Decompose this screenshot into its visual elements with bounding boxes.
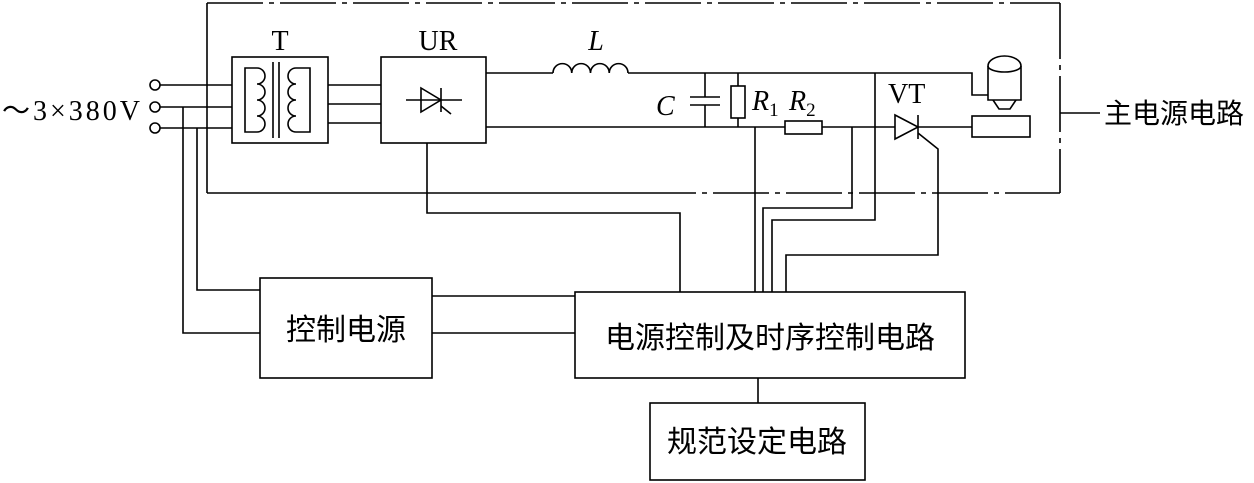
transformer-secondary-lead <box>296 67 311 133</box>
resistor-r2-symbol: R <box>788 86 806 117</box>
thyristor-triangle <box>894 113 920 141</box>
thyristor-label: VT <box>888 79 925 110</box>
electrode-body <box>987 55 1022 101</box>
input-terminal-phase-3 <box>149 122 161 134</box>
input-terminal-phase-1 <box>149 79 161 91</box>
transformer-core <box>272 62 280 138</box>
transformer-secondary-winding <box>287 67 297 133</box>
resistor-r2-index: 2 <box>806 100 816 121</box>
resistor-r2-label: R2 <box>788 86 816 121</box>
thyristor <box>894 113 920 141</box>
wire-r2-output-to-control <box>762 127 853 292</box>
resistor-r1-label: R1 <box>751 86 779 121</box>
capacitor <box>690 73 720 127</box>
resistor-r2 <box>784 120 823 135</box>
input-terminals <box>149 79 161 134</box>
control-power-label: 控制电源 <box>286 314 406 347</box>
electrode-tip <box>992 99 1017 110</box>
resistor-r1-symbol: R <box>751 86 769 117</box>
input-voltage-label: ～3×380V <box>2 96 143 127</box>
wire-arc-voltage-to-control <box>771 73 876 292</box>
rectifier <box>380 56 487 144</box>
wire-rectifier-gate-to-control <box>426 143 681 292</box>
main-power-circuit-boundary <box>206 2 1061 194</box>
wire-inductor-to-electrode <box>628 72 988 96</box>
rectifier-box <box>380 56 487 144</box>
welding-electrode <box>987 55 1022 110</box>
rectifier-symbol-gate <box>440 105 452 115</box>
wire-thyristor-gate-to-control <box>785 132 939 292</box>
main-power-circuit-label: 主电源电路 <box>1104 98 1244 130</box>
transformer-primary-winding <box>256 67 266 133</box>
inductor-label: L <box>587 26 604 57</box>
transformer-label: T <box>271 26 288 57</box>
input-terminal-phase-2 <box>149 101 161 113</box>
rectifier-label: UR <box>419 26 458 57</box>
rectifier-symbol-triangle <box>420 86 443 114</box>
spec-setting-box <box>649 402 866 481</box>
resistor-r1 <box>730 73 746 127</box>
resistor-r1-index: 1 <box>769 100 779 121</box>
control-circuit-box <box>574 291 966 379</box>
transformer-box <box>231 56 329 144</box>
workpiece <box>971 115 1031 138</box>
wire-phase-2-to-control-power <box>182 107 260 334</box>
transformer-primary-lead <box>244 67 257 133</box>
inductor-winding <box>552 62 629 74</box>
control-power-box <box>259 277 433 379</box>
spec-setting-label: 规范设定电路 <box>667 426 847 459</box>
electrode-top-rim <box>987 65 1022 73</box>
wire-phase-3-to-control-power <box>196 128 260 291</box>
control-circuit-label: 电源控制及时序控制电路 <box>605 322 935 355</box>
resistor-r1-body <box>730 85 746 119</box>
capacitor-label: C <box>656 91 675 122</box>
transformer <box>231 56 329 144</box>
